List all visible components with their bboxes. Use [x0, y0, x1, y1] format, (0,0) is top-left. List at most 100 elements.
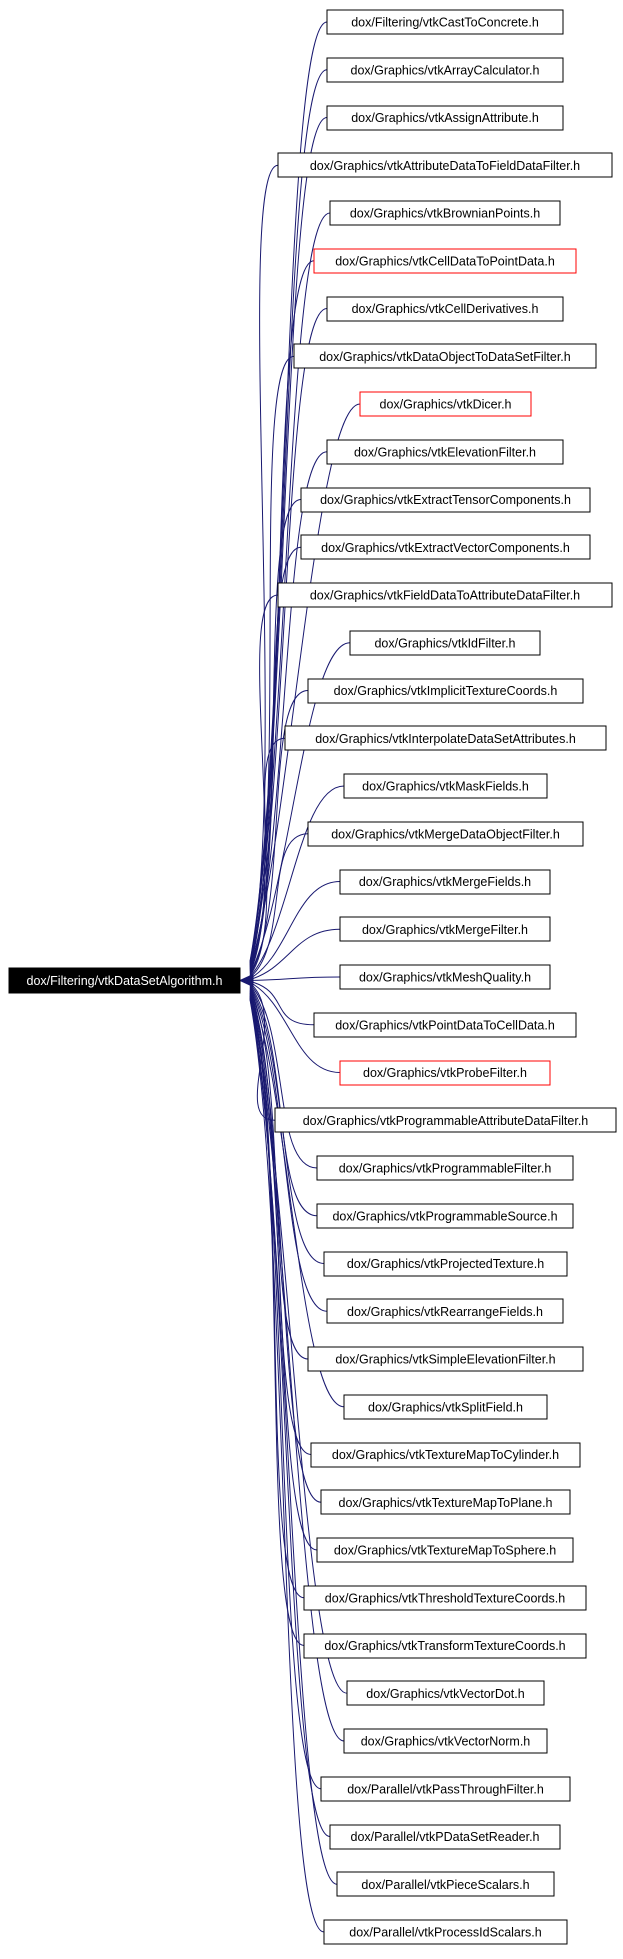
- dependency-edge: [249, 983, 318, 1169]
- dependent-file-node[interactable]: dox/Parallel/vtkProcessIdScalars.h: [323, 1919, 568, 1945]
- node-label: dox/Graphics/vtkMeshQuality.h: [359, 971, 531, 985]
- dependent-file-node[interactable]: dox/Graphics/vtkTransformTextureCoords.h: [303, 1633, 587, 1659]
- node-box: [329, 200, 561, 226]
- dependency-edge: [249, 986, 328, 1312]
- node-label: dox/Graphics/vtkThresholdTextureCoords.h: [325, 1591, 565, 1605]
- dependent-file-node[interactable]: dox/Graphics/vtkRearrangeFields.h: [326, 1298, 564, 1324]
- dependent-file-node[interactable]: dox/Graphics/vtkMeshQuality.h: [339, 964, 551, 990]
- dependency-edge: [249, 976, 341, 981]
- dependent-file-node[interactable]: dox/Graphics/vtkIdFilter.h: [349, 630, 541, 656]
- dependent-file-node[interactable]: dox/Filtering/vtkCastToConcrete.h: [326, 9, 564, 35]
- dependent-file-node[interactable]: dox/Graphics/vtkMergeFilter.h: [339, 916, 551, 942]
- dependent-file-node[interactable]: dox/Graphics/vtkDicer.h: [359, 391, 532, 417]
- node-box: [307, 821, 584, 847]
- node-label: dox/Graphics/vtkCellDataToPointData.h: [335, 254, 555, 268]
- dependent-file-node[interactable]: dox/Graphics/vtkMergeFields.h: [339, 869, 551, 895]
- dependency-edge: [249, 993, 305, 1646]
- node-label: dox/Graphics/vtkVectorDot.h: [366, 1687, 524, 1701]
- node-box: [326, 9, 564, 35]
- edges: [238, 21, 361, 1933]
- dependent-file-node[interactable]: dox/Graphics/vtkCellDerivatives.h: [326, 296, 564, 322]
- node-box: [323, 1919, 568, 1945]
- dependent-file-node[interactable]: dox/Parallel/vtkPassThroughFilter.h: [320, 1776, 571, 1802]
- node-label: dox/Graphics/vtkImplicitTextureCoords.h: [334, 684, 558, 698]
- dependent-file-node[interactable]: dox/Graphics/vtkExtractTensorComponents.…: [300, 487, 591, 513]
- dependent-file-node[interactable]: dox/Graphics/vtkDataObjectToDataSetFilte…: [293, 343, 597, 369]
- node-box: [339, 869, 551, 895]
- node-label: dox/Graphics/vtkInterpolateDataSetAttrib…: [315, 732, 576, 746]
- dependent-file-node[interactable]: dox/Graphics/vtkThresholdTextureCoords.h: [303, 1585, 587, 1611]
- node-label: dox/Graphics/vtkProgrammableFilter.h: [339, 1162, 552, 1176]
- dependent-file-node[interactable]: dox/Graphics/vtkVectorDot.h: [346, 1680, 545, 1706]
- dependent-file-node[interactable]: dox/Graphics/vtkProgrammableAttributeDat…: [274, 1107, 617, 1133]
- node-label: dox/Graphics/vtkArrayCalculator.h: [351, 63, 540, 77]
- node-box: [313, 1012, 577, 1038]
- node-label: dox/Graphics/vtkTextureMapToPlane.h: [339, 1496, 553, 1510]
- dependent-file-node[interactable]: dox/Graphics/vtkElevationFilter.h: [326, 439, 564, 465]
- dependency-edge: [249, 991, 318, 1551]
- dependency-edge: [249, 355, 295, 969]
- root-node[interactable]: dox/Filtering/vtkDataSetAlgorithm.h: [8, 967, 241, 994]
- node-box: [310, 1442, 581, 1468]
- dependent-file-node[interactable]: dox/Parallel/vtkPieceScalars.h: [336, 1871, 555, 1897]
- node-label: dox/Parallel/vtkPDataSetReader.h: [351, 1830, 540, 1844]
- dependent-file-node[interactable]: dox/Graphics/vtkProbeFilter.h: [339, 1060, 551, 1086]
- dependency-edge: [249, 928, 341, 980]
- dependency-edge: [249, 985, 325, 1264]
- dependent-file-node[interactable]: dox/Graphics/vtkBrownianPoints.h: [329, 200, 561, 226]
- dependency-edge: [249, 994, 348, 1694]
- node-box: [316, 1203, 574, 1229]
- node-box: [343, 1394, 548, 1420]
- dependent-file-node[interactable]: dox/Graphics/vtkSplitField.h: [343, 1394, 548, 1420]
- dependent-file-node[interactable]: dox/Graphics/vtkProjectedTexture.h: [323, 1251, 568, 1277]
- node-box: [303, 1633, 587, 1659]
- node-label: dox/Graphics/vtkSimpleElevationFilter.h: [335, 1353, 555, 1367]
- node-box: [343, 773, 548, 799]
- dependent-file-node[interactable]: dox/Graphics/vtkCellDataToPointData.h: [313, 248, 577, 274]
- dependent-file-node[interactable]: dox/Graphics/vtkVectorNorm.h: [343, 1728, 548, 1754]
- dependent-file-node[interactable]: dox/Graphics/vtkArrayCalculator.h: [326, 57, 564, 83]
- dependent-file-node[interactable]: dox/Graphics/vtkImplicitTextureCoords.h: [307, 678, 584, 704]
- dependent-file-node[interactable]: dox/Graphics/vtkProgrammableSource.h: [316, 1203, 574, 1229]
- node-box: [307, 678, 584, 704]
- dependent-file-node[interactable]: dox/Graphics/vtkTextureMapToSphere.h: [316, 1537, 574, 1563]
- node-label: dox/Graphics/vtkAttributeDataToFieldData…: [310, 159, 580, 173]
- dependent-file-node[interactable]: dox/Graphics/vtkMaskFields.h: [343, 773, 548, 799]
- node-box: [329, 1824, 561, 1850]
- dependent-file-node[interactable]: dox/Graphics/vtkFieldDataToAttributeData…: [277, 582, 613, 608]
- node-label: dox/Graphics/vtkProjectedTexture.h: [347, 1257, 544, 1271]
- node-label: dox/Graphics/vtkTextureMapToSphere.h: [334, 1544, 556, 1558]
- node-label: dox/Graphics/vtkProgrammableAttributeDat…: [303, 1114, 589, 1128]
- node-label: dox/Parallel/vtkPassThroughFilter.h: [347, 1782, 544, 1796]
- node-label: dox/Graphics/vtkExtractVectorComponents.…: [321, 541, 570, 555]
- dependent-file-node[interactable]: dox/Graphics/vtkInterpolateDataSetAttrib…: [284, 725, 607, 751]
- dependent-file-node[interactable]: dox/Graphics/vtkAssignAttribute.h: [326, 105, 564, 131]
- dependent-file-node[interactable]: dox/Graphics/vtkSimpleElevationFilter.h: [307, 1346, 584, 1372]
- node-label: dox/Graphics/vtkSplitField.h: [368, 1400, 523, 1414]
- dependency-edge: [249, 833, 309, 978]
- dependent-file-node[interactable]: dox/Graphics/vtkExtractVectorComponents.…: [300, 534, 591, 560]
- node-label: dox/Graphics/vtkProgrammableSource.h: [332, 1209, 557, 1223]
- dependent-file-node[interactable]: dox/Graphics/vtkTextureMapToCylinder.h: [310, 1442, 581, 1468]
- node-label: dox/Parallel/vtkProcessIdScalars.h: [349, 1926, 541, 1940]
- dependent-file-node[interactable]: dox/Graphics/vtkAttributeDataToFieldData…: [277, 152, 613, 178]
- root-node-label: dox/Filtering/vtkDataSetAlgorithm.h: [27, 974, 223, 988]
- node-label: dox/Graphics/vtkProbeFilter.h: [363, 1066, 527, 1080]
- dependent-file-node[interactable]: dox/Graphics/vtkProgrammableFilter.h: [316, 1155, 574, 1181]
- arrowhead: [238, 973, 254, 988]
- node-box: [316, 1155, 574, 1181]
- dependent-file-node[interactable]: dox/Graphics/vtkMergeDataObjectFilter.h: [307, 821, 584, 847]
- dependency-edge: [249, 995, 345, 1742]
- node-label: dox/Graphics/vtkAssignAttribute.h: [351, 111, 539, 125]
- node-label: dox/Graphics/vtkMergeDataObjectFilter.h: [331, 827, 560, 841]
- dependent-file-node[interactable]: dox/Graphics/vtkTextureMapToPlane.h: [320, 1489, 571, 1515]
- node-label: dox/Graphics/vtkDicer.h: [380, 398, 512, 412]
- node-label: dox/Graphics/vtkTransformTextureCoords.h: [324, 1639, 565, 1653]
- node-box: [323, 1251, 568, 1277]
- node-box: [277, 582, 613, 608]
- node-box: [320, 1489, 571, 1515]
- node-label: dox/Parallel/vtkPieceScalars.h: [361, 1878, 529, 1892]
- dependent-file-node[interactable]: dox/Graphics/vtkPointDataToCellData.h: [313, 1012, 577, 1038]
- dependent-file-node[interactable]: dox/Parallel/vtkPDataSetReader.h: [329, 1824, 561, 1850]
